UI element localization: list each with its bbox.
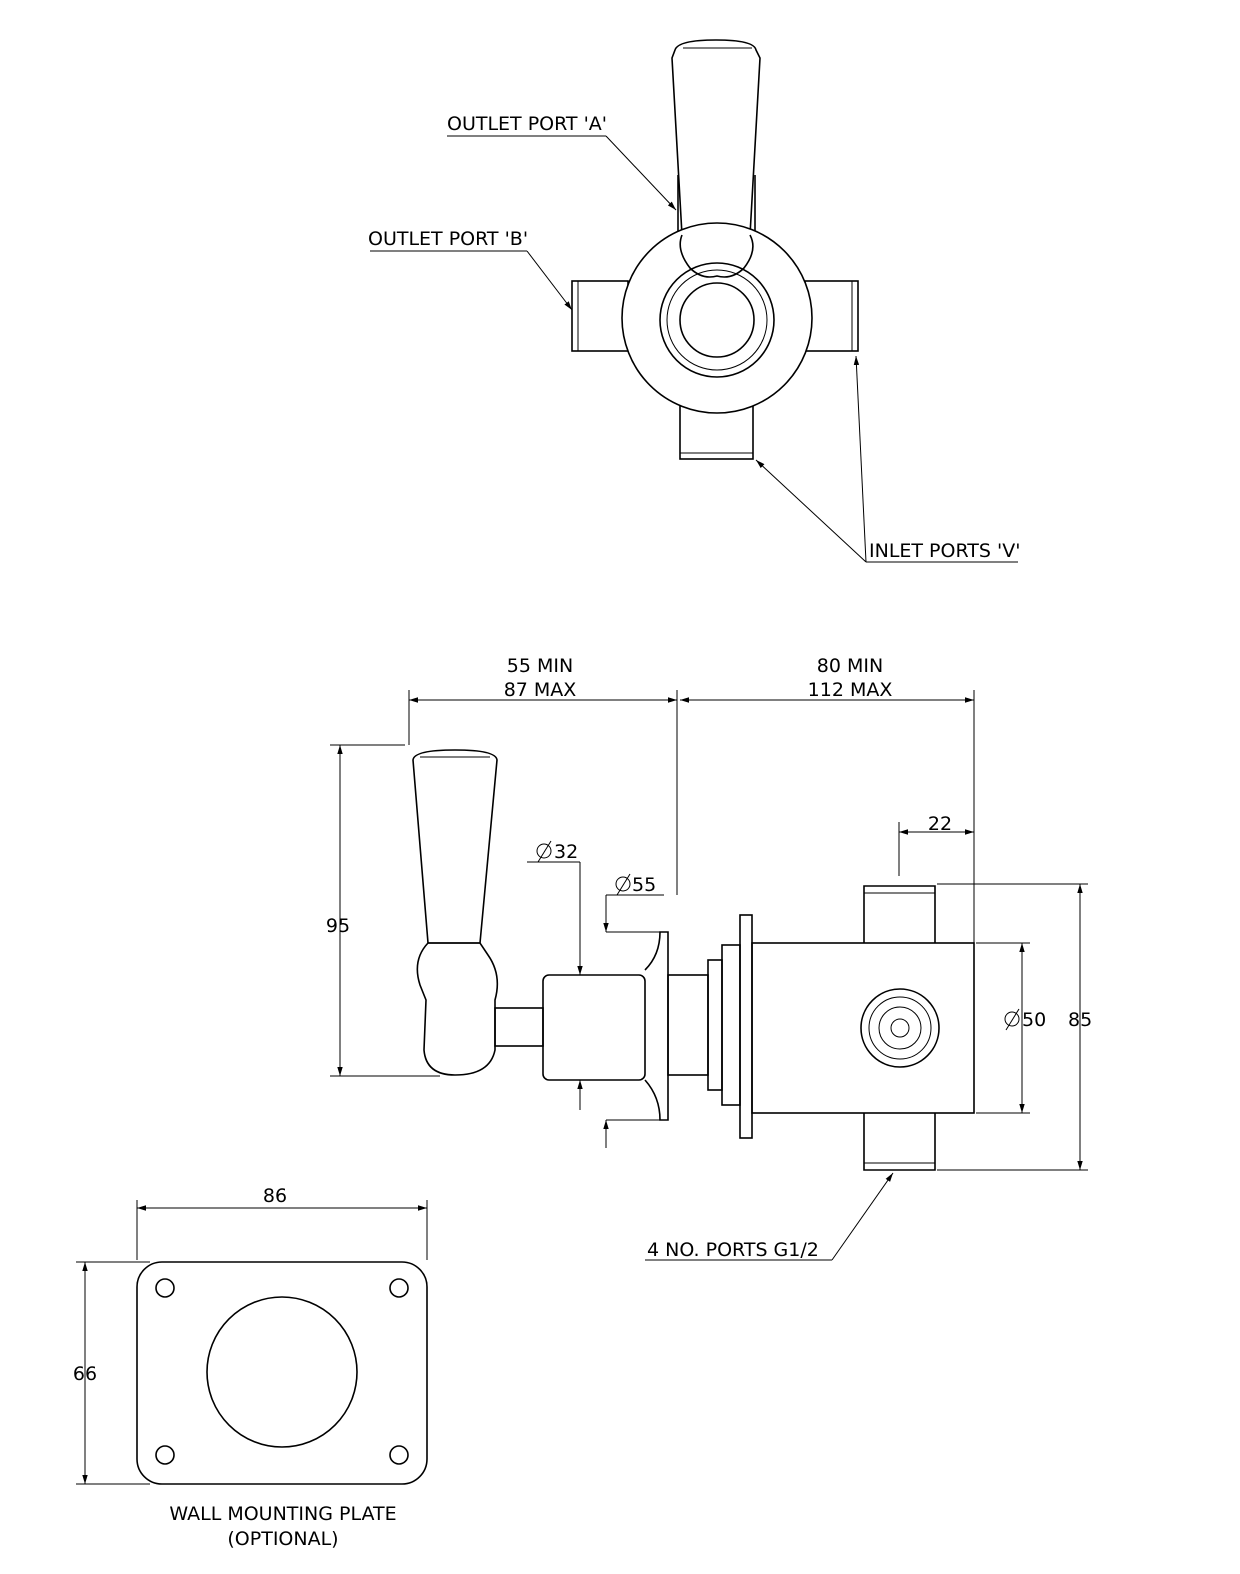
- dim-55-min: 55 MIN: [507, 655, 573, 677]
- plate-hole-tl: [155, 1278, 175, 1298]
- side-back-plate: [739, 914, 753, 1139]
- top-lever: [671, 39, 761, 236]
- plate-hole-tr: [389, 1278, 409, 1298]
- side-cap: [542, 974, 646, 1081]
- side-flange: [644, 931, 669, 1121]
- side-view: 55 MIN 87 MAX 80 MIN 112 MAX 95 22 32 55…: [326, 655, 1092, 1261]
- dim-22: 22: [928, 813, 952, 835]
- dia-50-symbol: [1004, 1008, 1020, 1031]
- plate-hole-br: [389, 1445, 409, 1465]
- outlet-port-b-label: OUTLET PORT 'B': [368, 228, 528, 250]
- dim-dia-32: 32: [554, 841, 578, 863]
- side-valve-body: [751, 942, 975, 1114]
- plate-hole-bl: [155, 1445, 175, 1465]
- top-body-circle: [621, 222, 813, 414]
- side-lever: [412, 749, 498, 944]
- dim-dia-55: 55: [632, 874, 656, 896]
- dim-80-min: 80 MIN: [817, 655, 883, 677]
- top-outlet-b-port: [571, 280, 629, 352]
- top-right-inlet-port: [804, 280, 859, 352]
- dim-dia-50: 50: [1022, 1009, 1046, 1031]
- top-leaders: [370, 135, 1018, 563]
- inlet-ports-label: INLET PORTS 'V': [869, 540, 1020, 562]
- side-dimensions: [330, 690, 1088, 1261]
- dim-85: 85: [1068, 1009, 1092, 1031]
- plate-title-line1: WALL MOUNTING PLATE: [169, 1503, 396, 1525]
- wall-mounting-plate: 86 66 WALL MOUNTING PLATE (OPTIONAL): [73, 1185, 428, 1550]
- ports-note: 4 NO. PORTS G1/2: [647, 1239, 819, 1261]
- plate-width-dim: 86: [263, 1185, 287, 1207]
- plate-title-line2: (OPTIONAL): [227, 1528, 338, 1550]
- dia-32-symbol: [536, 840, 552, 863]
- dim-112-max: 112 MAX: [808, 679, 893, 701]
- plate-center-hole: [206, 1296, 358, 1448]
- dia-55-symbol: [615, 873, 631, 896]
- plate-height-dim: 66: [73, 1363, 97, 1385]
- dim-95: 95: [326, 915, 350, 937]
- dim-87-max: 87 MAX: [504, 679, 577, 701]
- top-view: OUTLET PORT 'A' OUTLET PORT 'B' INLET PO…: [368, 39, 1020, 563]
- outlet-port-a-label: OUTLET PORT 'A': [447, 113, 607, 135]
- plate-outline: [136, 1261, 428, 1485]
